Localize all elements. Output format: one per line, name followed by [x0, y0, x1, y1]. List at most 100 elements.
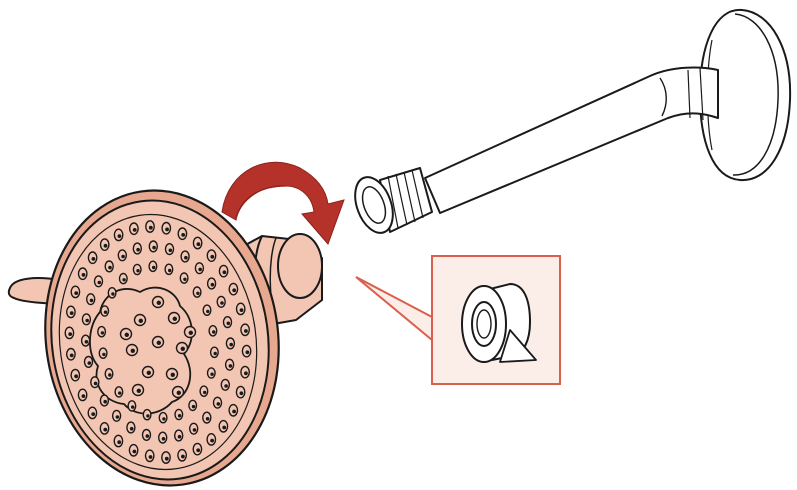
shower-arm [348, 10, 790, 238]
nozzle-hole [211, 283, 215, 287]
center-nozzle-hole [189, 331, 193, 335]
center-nozzle-hole [137, 389, 141, 393]
nozzle-hole [70, 311, 74, 315]
nozzle-hole [131, 405, 134, 408]
nozzle-hole [165, 228, 169, 232]
nozzle-hole [162, 417, 165, 420]
nozzle-hole [68, 332, 72, 336]
nozzle-hole [90, 299, 94, 303]
arm-tube [425, 68, 718, 213]
nozzle-hole [198, 268, 202, 272]
shower-head [9, 175, 322, 490]
nozzle-hole [118, 234, 122, 238]
center-nozzle-hole [125, 333, 129, 337]
nozzle-hole [192, 405, 195, 408]
nozzle-hole [82, 394, 86, 398]
nozzle-hole [104, 244, 108, 248]
center-nozzle-hole [147, 371, 151, 375]
nozzle-hole [222, 426, 226, 430]
nozzle-hole [229, 343, 233, 347]
nozzle-hole [136, 269, 139, 272]
nozzle-hole [220, 301, 224, 305]
nozzle-hole [162, 437, 166, 441]
nozzle-hole [183, 278, 186, 281]
nozzle-hole [212, 330, 215, 333]
nozzle-hole [91, 412, 95, 416]
nozzle-hole [146, 434, 150, 438]
nozzle-hole [232, 410, 236, 414]
nozzle-hole [85, 319, 89, 323]
tape-callout [356, 256, 560, 384]
nozzle-hole [244, 371, 248, 375]
nozzle-hole [240, 391, 244, 395]
nozzle-hole [130, 427, 134, 431]
nozzle-hole [92, 257, 96, 261]
nozzle-hole [102, 353, 105, 356]
nozzle-hole [196, 292, 199, 295]
nozzle-hole [206, 417, 210, 421]
nozzle-hole [197, 242, 201, 246]
nozzle-hole [178, 414, 181, 417]
arm-threaded-end [348, 168, 432, 238]
nozzle-hole [98, 281, 102, 285]
center-nozzle-hole [171, 373, 175, 377]
nozzle-hole [169, 249, 173, 253]
nozzle-hole [101, 331, 104, 334]
nozzle-hole [103, 428, 107, 432]
center-nozzle-hole [157, 341, 161, 345]
nozzle-hole [193, 428, 197, 432]
nozzle-hole [111, 292, 114, 295]
nozzle-hole [240, 308, 244, 312]
nozzle-hole [217, 402, 221, 406]
center-nozzle-hole [157, 301, 161, 305]
nozzle-hole [103, 400, 107, 404]
nozzle-hole [118, 391, 121, 394]
nozzle-hole [74, 374, 78, 378]
nozzle-hole [168, 269, 171, 272]
nozzle-hole [108, 266, 112, 270]
nozzle-hole [203, 391, 206, 394]
nozzle-hole [74, 291, 78, 295]
nozzle-hole [88, 361, 92, 365]
nozzle-hole [108, 373, 111, 376]
center-nozzle-hole [177, 391, 181, 395]
nozzle-hole [70, 354, 74, 358]
nozzle-hole [210, 255, 214, 259]
nozzle-hole [165, 457, 169, 461]
nozzle-hole [133, 228, 137, 232]
nozzle-hole [117, 440, 121, 444]
nozzle-hole [181, 233, 185, 237]
nozzle-hole [229, 364, 233, 368]
nozzle-hole [244, 329, 248, 333]
nozzle-hole [152, 246, 156, 250]
nozzle-hole [149, 226, 153, 230]
nozzle-hole [116, 415, 120, 419]
nozzle-hole [146, 414, 149, 417]
tape-roll-icon [462, 284, 536, 362]
callout-pointer [356, 277, 432, 340]
nozzle-hole [181, 455, 185, 459]
nozzle-hole [136, 248, 140, 252]
nozzle-hole [196, 448, 200, 452]
nozzle-hole [85, 340, 89, 344]
nozzle-hole [214, 352, 217, 355]
nozzle-hole [149, 455, 153, 459]
curved-arrow-icon [222, 162, 344, 244]
nozzle-hole [232, 288, 236, 292]
nozzle-hole [210, 439, 214, 443]
nozzle-hole [104, 311, 107, 314]
nozzle-hole [184, 256, 188, 260]
nozzle-hole [152, 266, 155, 269]
nozzle-hole [224, 384, 228, 388]
center-nozzle-hole [139, 319, 143, 323]
nozzle-hole [210, 373, 213, 376]
nozzle-hole [133, 450, 137, 454]
nozzle-hole [121, 255, 125, 259]
nozzle-hole [246, 350, 250, 354]
nozzle-hole [122, 278, 125, 281]
nozzle-hole [227, 322, 231, 326]
nozzle-hole [82, 273, 86, 277]
center-nozzle-hole [131, 349, 135, 353]
nozzle-hole [178, 435, 182, 439]
